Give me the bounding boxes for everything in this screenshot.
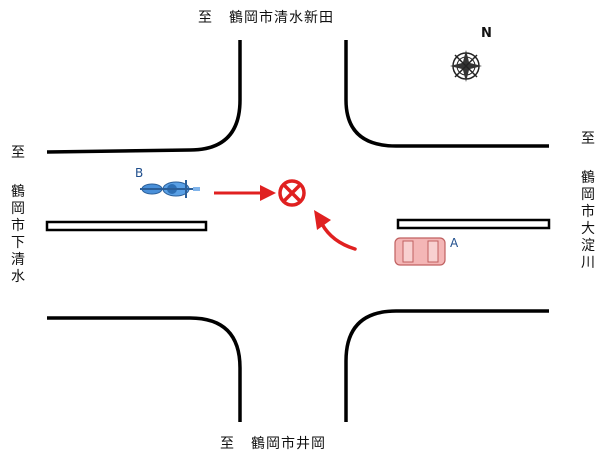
label-left-char: 鶴 <box>11 184 25 200</box>
road-edge-bottom-left <box>47 316 242 422</box>
road-edge-bottom-right <box>344 309 549 422</box>
label-left-char: 岡 <box>11 201 25 217</box>
label-left-char: 市 <box>11 218 25 234</box>
label-top-prefix: 至 <box>198 10 213 26</box>
label-bottom-prefix: 至 <box>220 436 235 452</box>
motorcycle-b-icon <box>140 180 200 198</box>
collision-point-icon <box>278 179 306 207</box>
label-right-char: 川 <box>581 255 595 271</box>
vehicle-a-label: A <box>450 236 459 250</box>
label-right-char: 市 <box>581 204 595 220</box>
median-right <box>396 218 551 230</box>
north-label: N <box>481 26 492 41</box>
label-right-char: 大 <box>581 221 595 237</box>
label-bottom-place: 鶴岡市井岡 <box>251 436 326 452</box>
label-top-destination: 至鶴岡市清水新田 <box>198 10 334 26</box>
arrow-a-to-collision <box>314 210 357 251</box>
car-a-icon <box>394 237 446 266</box>
label-left-prefix: 至 <box>11 145 25 161</box>
label-right-char: 淀 <box>581 238 595 254</box>
road-edge-top-right <box>344 40 549 148</box>
label-right-destination: 至 鶴 岡 市 大 淀 川 <box>580 131 596 272</box>
label-left-char: 水 <box>11 269 25 285</box>
label-bottom-destination: 至鶴岡市井岡 <box>220 436 326 452</box>
label-right-prefix: 至 <box>581 131 595 147</box>
label-right-char: 鶴 <box>581 170 595 186</box>
label-left-destination: 至 鶴 岡 市 下 清 水 <box>10 145 26 286</box>
median-strips <box>45 218 551 232</box>
label-right-char: 岡 <box>581 187 595 203</box>
label-left-char: 下 <box>11 235 25 251</box>
label-top-place: 鶴岡市清水新田 <box>229 10 334 26</box>
vehicle-b-label: B <box>135 166 144 180</box>
arrow-b-to-collision <box>214 185 276 201</box>
road-edge-top-left <box>46 40 242 154</box>
compass-icon <box>450 50 482 82</box>
label-left-char: 清 <box>11 252 25 268</box>
road-edges <box>46 40 549 422</box>
median-left <box>45 220 208 232</box>
